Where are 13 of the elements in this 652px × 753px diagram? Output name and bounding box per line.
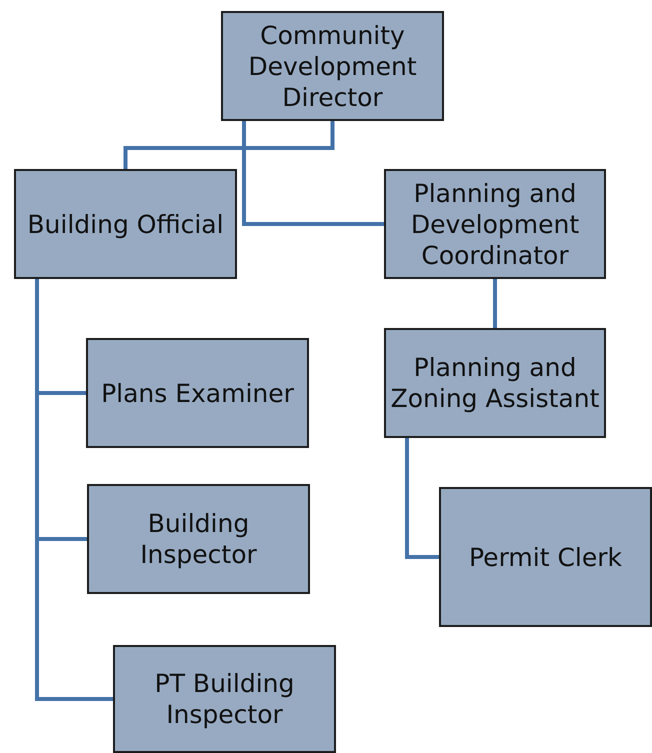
connector-line <box>35 279 113 701</box>
role-box: PT Building Inspector <box>113 645 336 753</box>
connector-line <box>405 438 439 559</box>
role-box: Building Official <box>14 169 237 279</box>
connector-line <box>124 121 334 169</box>
role-box: Community Development Director <box>221 11 444 121</box>
role-box: Building Inspector <box>87 484 310 594</box>
role-box: Planning and Development Coordinator <box>384 169 606 279</box>
role-box: Planning and Zoning Assistant <box>384 328 606 438</box>
connector-line <box>242 121 384 226</box>
role-box: Permit Clerk <box>439 487 652 627</box>
connector-line <box>493 279 497 328</box>
role-box: Plans Examiner <box>86 338 309 448</box>
